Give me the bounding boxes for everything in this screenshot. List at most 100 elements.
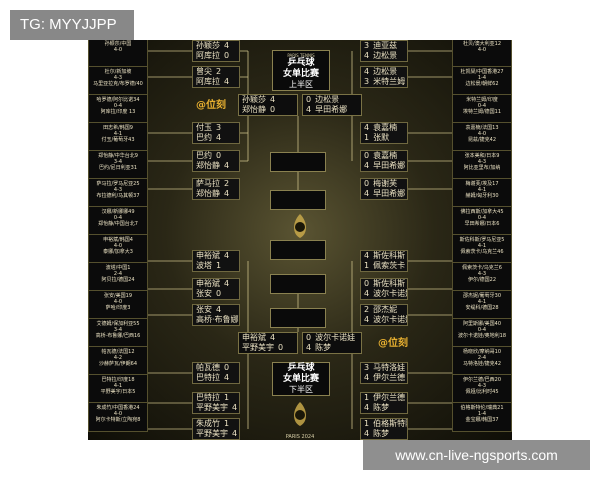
r32-line: 佩娅/比利时45 xyxy=(465,389,499,395)
player-name: 陈梦 xyxy=(315,343,332,352)
r32-line: 巴特拉/印度18 xyxy=(101,377,135,383)
r32-line: 3-4 xyxy=(113,159,123,165)
player-name: 朱成竹 xyxy=(196,419,220,428)
player-name: 孙颖莎 xyxy=(196,41,220,50)
r32-line: 泰娜/加拿大3 xyxy=(103,249,133,255)
r32-line: 伊尔兰德/巴西20 xyxy=(462,377,502,383)
score: 4 xyxy=(270,95,276,104)
score: 4 xyxy=(364,429,370,438)
r32-line: 阿贝拉/德国24 xyxy=(101,277,135,283)
score: 4 xyxy=(232,403,238,412)
player-name: 阿库拉 xyxy=(196,77,220,86)
score: 4 xyxy=(364,403,370,412)
player-name: 帕瓦德 xyxy=(196,363,220,372)
r32-line: 埃特兰姆/德国11 xyxy=(462,109,502,115)
undecided-match-box xyxy=(270,308,326,328)
score: 1 xyxy=(224,419,230,428)
r32-line: 阿库拉/印度 13 xyxy=(100,109,136,115)
r32-line: 朱成竹/中国香港24 xyxy=(96,405,140,411)
undecided-match-box xyxy=(270,190,326,210)
r32-line: 昆兹/捷克42 xyxy=(467,137,497,143)
r32-line: 安缇科/德国28 xyxy=(465,305,499,311)
watermark-bottom: www.cn-live-ngsports.com xyxy=(363,440,590,470)
player-name: 波尔卡诺娃 xyxy=(373,315,407,324)
player-name: 边松景 xyxy=(315,95,340,104)
r32-line: 袁嘉楠/法国13 xyxy=(465,125,499,131)
r32-line: 4-1 xyxy=(113,383,123,389)
r32-line: 萨马拉/罗马尼亚25 xyxy=(96,181,140,187)
r32-line: 杨晓欣/摩纳哥10 xyxy=(462,349,502,355)
r32-line: 4-0 xyxy=(113,47,123,53)
score: 4 xyxy=(224,161,230,170)
paris-2024-logo xyxy=(280,212,320,246)
r32-line: 平野美宇/日本5 xyxy=(100,389,136,395)
player-name: 邵杰妮 xyxy=(373,305,398,314)
score: 4 xyxy=(270,333,276,342)
r32-line: 4-3 xyxy=(113,187,123,193)
player-name: 边松景 xyxy=(373,67,398,76)
score: 0 xyxy=(306,333,312,342)
score: 2 xyxy=(224,179,230,188)
r32-line: 梅谢芙/埃及17 xyxy=(465,181,499,187)
score: 0 xyxy=(278,343,284,352)
r32-line: 帕瓦德/法国12 xyxy=(101,349,135,355)
player-name: 高桥·布鲁娜 xyxy=(196,315,239,324)
score: 4 xyxy=(224,189,230,198)
score: 1 xyxy=(224,393,230,402)
score: 4 xyxy=(216,133,222,142)
r32-line: 马里亚拉克/布罗德/40 xyxy=(93,81,143,87)
score: 4 xyxy=(224,251,230,260)
score: 4 xyxy=(224,77,230,86)
score: 1 xyxy=(364,393,370,402)
position-label: @位刻 xyxy=(378,338,408,349)
r32-line: 郑怡静/中国台北7 xyxy=(98,221,138,227)
score: 4 xyxy=(364,123,370,132)
score: 4 xyxy=(364,51,370,60)
r16-row: 1伯格斯特隆 xyxy=(364,419,407,429)
r32-line: 4-3 xyxy=(477,271,487,277)
r32-line: 布拉德利/马其顿37 xyxy=(96,193,140,199)
r32-line: 孙颖莎/中国 xyxy=(104,41,132,47)
score: 0 xyxy=(270,105,276,114)
score: 1 xyxy=(364,261,370,270)
player-name: 郑怡静 xyxy=(242,105,266,114)
r32-line: 伊尔/德国22 xyxy=(467,277,497,283)
score: 4 xyxy=(364,67,370,76)
score: 4 xyxy=(364,189,370,198)
r32-line: 高桥·布鲁娜/巴西16 xyxy=(95,333,141,339)
r32-line: 波塔/中国1 xyxy=(105,265,131,271)
r32-line: 杜尔/新加坡 xyxy=(104,69,132,75)
qf-row: 郑怡静 0 xyxy=(242,105,297,115)
r32-line: 哈罗德/阿尔比诺34 xyxy=(96,97,140,103)
